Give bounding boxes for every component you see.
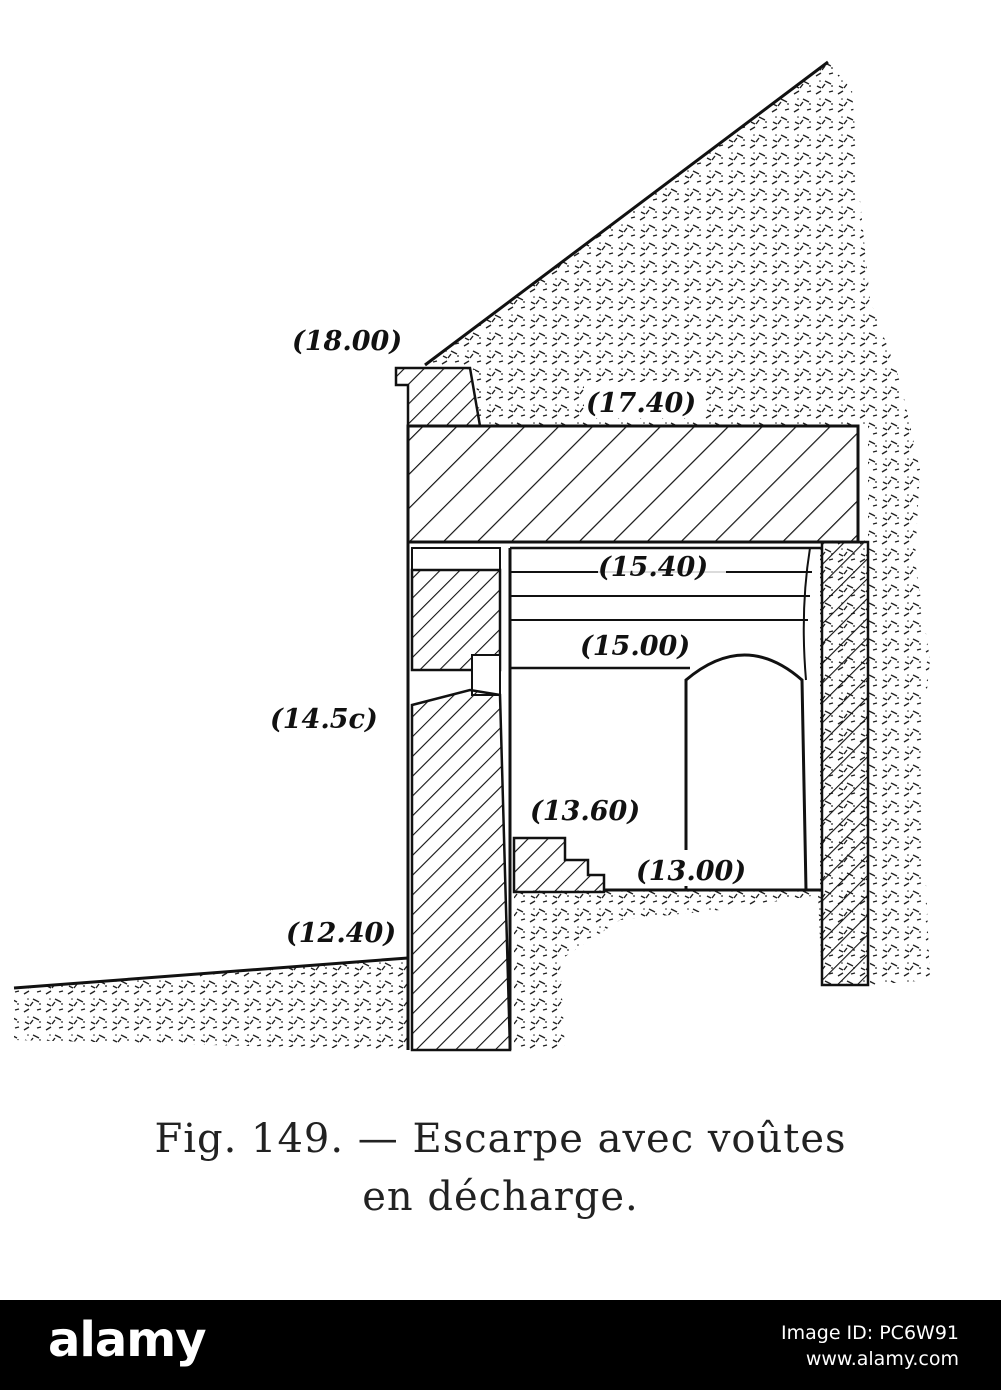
stock-site-url: www.alamy.com: [805, 1348, 959, 1370]
elevation-labels: (18.00) (17.40) (15.40) (15.00) (14.5c) …: [270, 318, 770, 949]
elevation-floor: (13.00): [636, 856, 746, 887]
elevation-loophole: (14.5c): [270, 704, 378, 735]
escarp-section-drawing: (18.00) (17.40) (15.40) (15.00) (14.5c) …: [13, 60, 930, 1052]
stock-photo-banner: alamy Image ID: PC6W91 www.alamy.com: [0, 1300, 1001, 1390]
ditch-ground: [13, 956, 409, 1050]
caption-line-2: en décharge.: [362, 1174, 639, 1220]
elevation-behind-slab: (17.40): [586, 388, 696, 419]
alamy-logo: alamy: [48, 1312, 207, 1368]
figure-caption: Fig. 149. — Escarpe avec voûtes en décha…: [0, 1110, 1001, 1226]
gallery: [510, 546, 822, 894]
rear-wall: [820, 540, 870, 987]
elevation-ditch: (12.40): [286, 918, 396, 949]
stock-image-info: Image ID: PC6W91 www.alamy.com: [781, 1320, 959, 1372]
elevation-gallery-ceiling: (15.40): [598, 552, 708, 583]
elevation-top-slope: (18.00): [292, 326, 402, 357]
escarp-wall: [394, 366, 860, 1052]
elevation-arch-springing: (15.00): [580, 631, 690, 662]
figure: (18.00) (17.40) (15.40) (15.00) (14.5c) …: [0, 60, 1001, 1226]
image-id-label: Image ID: PC6W91: [781, 1322, 959, 1344]
elevation-step: (13.60): [530, 796, 640, 827]
earth-fill: [424, 60, 930, 1050]
caption-line-1: Fig. 149. — Escarpe avec voûtes: [154, 1116, 847, 1162]
